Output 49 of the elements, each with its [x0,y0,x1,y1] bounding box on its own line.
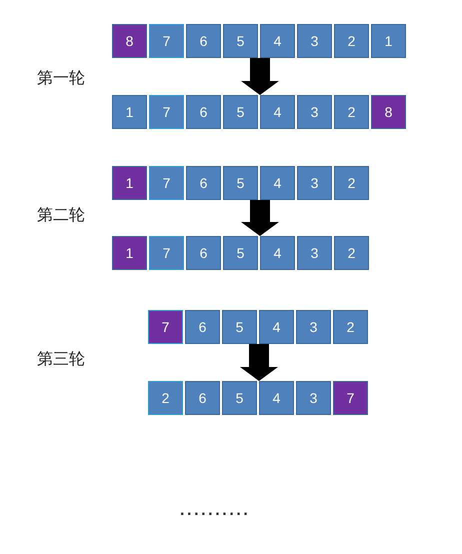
array-cell: 6 [186,236,221,270]
array-cell: 4 [260,236,295,270]
array-cell: 7 [149,236,184,270]
array-cell: 5 [222,310,257,344]
array-cell: 2 [334,166,369,200]
array-cell: 4 [259,381,294,415]
array-cell: 4 [260,95,295,129]
array-cell: 3 [297,24,332,58]
array-cell: 6 [185,381,220,415]
array-cell: 7 [149,24,184,58]
round-label: 第一轮 [37,70,85,86]
round-label: 第二轮 [37,207,85,223]
round-label: 第三轮 [37,351,85,367]
array-cell: 7 [149,166,184,200]
array-cell: 3 [297,95,332,129]
array-cell: 2 [334,236,369,270]
array-cell: 1 [371,24,406,58]
block-arrow [241,200,279,236]
array-cell: 2 [333,310,368,344]
array-cell: 2 [334,95,369,129]
array-cell: 4 [260,24,295,58]
array-cell: 3 [296,381,331,415]
ellipsis: .......... [180,503,250,519]
array-cell: 3 [297,236,332,270]
block-arrow [240,344,278,381]
array-cell: 6 [186,166,221,200]
array-cell: 6 [186,24,221,58]
array-cell: 1 [112,95,147,129]
array-cell: 2 [148,381,183,415]
array-cell: 5 [222,381,257,415]
array-cell: 5 [223,95,258,129]
array-cell: 1 [112,236,147,270]
array-cell: 5 [223,166,258,200]
block-arrow [241,58,279,95]
array-cell: 2 [334,24,369,58]
array-cell: 8 [371,95,406,129]
array-cell: 7 [333,381,368,415]
array-cell: 7 [148,310,183,344]
array-cell: 7 [149,95,184,129]
array-cell: 6 [185,310,220,344]
array-cell: 1 [112,166,147,200]
array-cell: 3 [296,310,331,344]
array-cell: 3 [297,166,332,200]
array-cell: 5 [223,236,258,270]
array-cell: 4 [260,166,295,200]
array-cell: 5 [223,24,258,58]
array-cell: 8 [112,24,147,58]
array-cell: 4 [259,310,294,344]
array-cell: 6 [186,95,221,129]
